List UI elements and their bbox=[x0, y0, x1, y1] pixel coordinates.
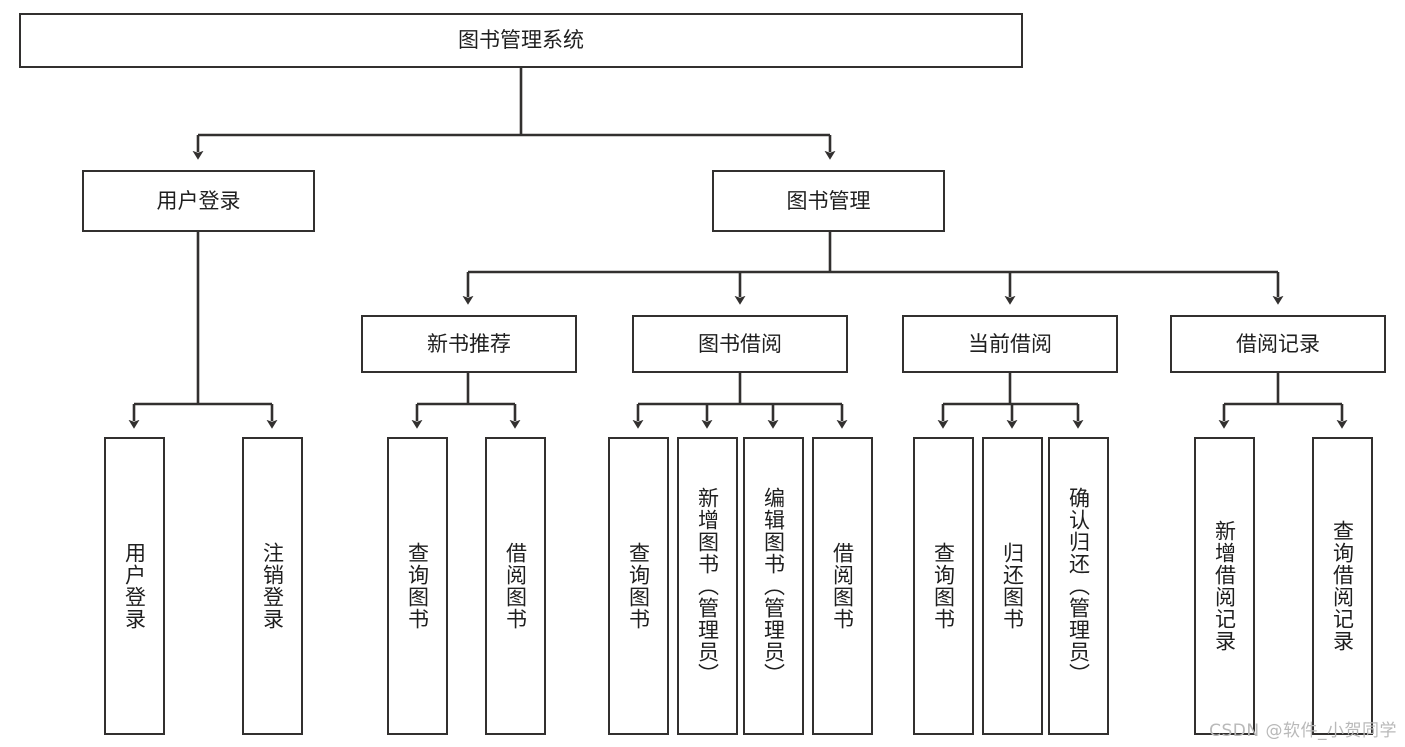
node-leaf-borrow-add[interactable]: 新增图书（管理员） bbox=[677, 437, 738, 735]
node-leaf-current-confirm-label: 确认归还（管理员） bbox=[1066, 487, 1091, 685]
node-leaf-newbook-borrow[interactable]: 借阅图书 bbox=[485, 437, 546, 735]
node-leaf-current-query-label: 查询图书 bbox=[931, 542, 956, 630]
watermark: CSDN @软件_小贺同学 bbox=[1209, 721, 1397, 741]
node-leaf-newbook-query-label: 查询图书 bbox=[405, 542, 430, 630]
node-current-borrow[interactable]: 当前借阅 bbox=[902, 315, 1118, 373]
node-leaf-records-add-label: 新增借阅记录 bbox=[1212, 520, 1237, 652]
node-leaf-current-confirm[interactable]: 确认归还（管理员） bbox=[1048, 437, 1109, 735]
node-book-borrow-label: 图书借阅 bbox=[698, 331, 782, 356]
node-borrow-records-label: 借阅记录 bbox=[1236, 331, 1320, 356]
node-current-borrow-label: 当前借阅 bbox=[968, 331, 1052, 356]
node-leaf-borrow-query-label: 查询图书 bbox=[626, 542, 651, 630]
node-root[interactable]: 图书管理系统 bbox=[19, 13, 1023, 68]
node-leaf-user-login[interactable]: 用户登录 bbox=[104, 437, 165, 735]
node-leaf-user-login-label: 用户登录 bbox=[122, 542, 147, 630]
node-user-login-label: 用户登录 bbox=[156, 188, 241, 213]
node-root-label: 图书管理系统 bbox=[458, 28, 584, 53]
node-leaf-current-query[interactable]: 查询图书 bbox=[913, 437, 974, 735]
node-leaf-borrow-query[interactable]: 查询图书 bbox=[608, 437, 669, 735]
node-borrow-records[interactable]: 借阅记录 bbox=[1170, 315, 1386, 373]
node-leaf-current-return[interactable]: 归还图书 bbox=[982, 437, 1043, 735]
node-leaf-newbook-borrow-label: 借阅图书 bbox=[503, 542, 528, 630]
node-leaf-borrow-lend[interactable]: 借阅图书 bbox=[812, 437, 873, 735]
node-book-management-label: 图书管理 bbox=[786, 188, 871, 213]
node-book-borrow[interactable]: 图书借阅 bbox=[632, 315, 848, 373]
node-new-book-recommend[interactable]: 新书推荐 bbox=[361, 315, 577, 373]
node-leaf-user-logout[interactable]: 注销登录 bbox=[242, 437, 303, 735]
node-user-login[interactable]: 用户登录 bbox=[82, 170, 315, 232]
node-leaf-borrow-add-label: 新增图书（管理员） bbox=[695, 487, 720, 685]
node-leaf-current-return-label: 归还图书 bbox=[1000, 542, 1025, 630]
node-book-management[interactable]: 图书管理 bbox=[712, 170, 945, 232]
node-leaf-records-query-label: 查询借阅记录 bbox=[1330, 520, 1355, 652]
node-leaf-records-add[interactable]: 新增借阅记录 bbox=[1194, 437, 1255, 735]
node-leaf-borrow-lend-label: 借阅图书 bbox=[830, 542, 855, 630]
node-leaf-borrow-edit[interactable]: 编辑图书（管理员） bbox=[743, 437, 804, 735]
node-leaf-records-query[interactable]: 查询借阅记录 bbox=[1312, 437, 1373, 735]
node-leaf-newbook-query[interactable]: 查询图书 bbox=[387, 437, 448, 735]
node-leaf-borrow-edit-label: 编辑图书（管理员） bbox=[761, 487, 786, 685]
node-new-book-recommend-label: 新书推荐 bbox=[427, 331, 511, 356]
node-leaf-user-logout-label: 注销登录 bbox=[260, 542, 285, 630]
